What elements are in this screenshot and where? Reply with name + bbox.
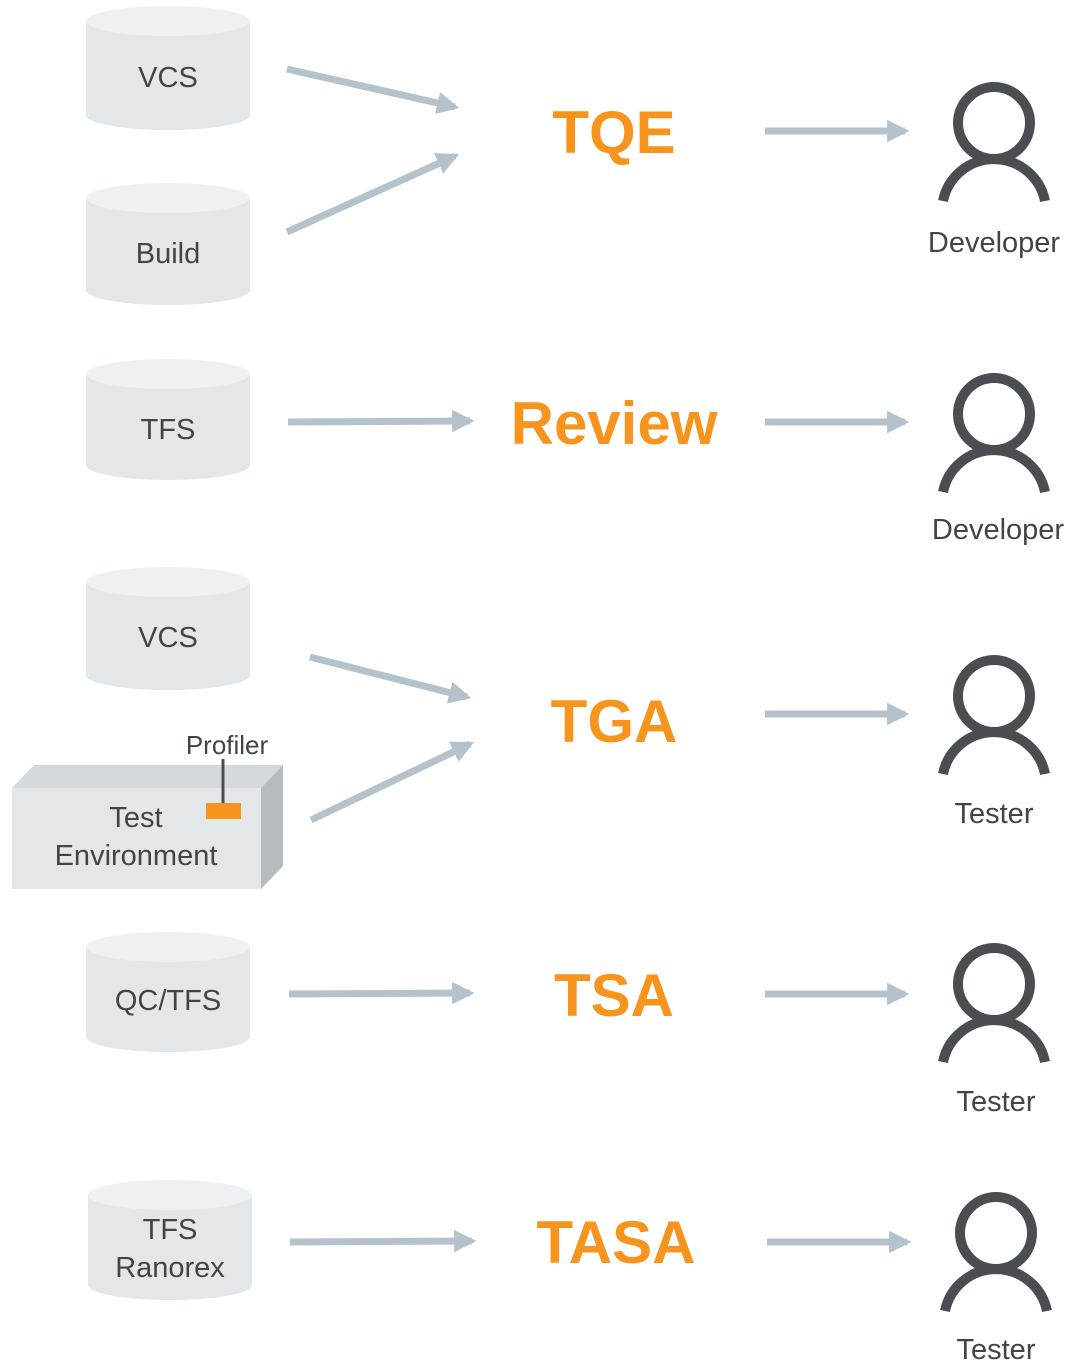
row-tga: VCS Test Environment Profiler TGA Tester <box>12 567 1050 889</box>
tool-name-tsa: TSA <box>554 962 674 1029</box>
tool-name-tqe: TQE <box>552 99 675 166</box>
source-label: Ranorex <box>115 1252 225 1284</box>
source-label: TFS <box>143 1214 198 1246</box>
arrow-qctfs-to-tsa <box>288 981 475 1005</box>
person-icon <box>938 82 1050 203</box>
role-label-developer: Developer <box>932 514 1065 546</box>
person-icon <box>940 1192 1052 1313</box>
source-label: TFS <box>141 414 196 446</box>
tool-name-tasa: TASA <box>537 1209 696 1276</box>
arrow-build-to-tqe <box>285 152 460 236</box>
source-label: VCS <box>138 62 198 94</box>
source-label: QC/TFS <box>115 985 221 1017</box>
role-label-tester: Tester <box>957 1334 1036 1366</box>
arrow-vcs-to-tqe <box>286 65 460 114</box>
row-tsa: QC/TFS TSA Tester <box>86 932 1050 1118</box>
profiler-label: Profiler <box>186 730 269 760</box>
source-cylinder-tfs: TFS <box>86 359 250 480</box>
source-cylinder-qc-tfs: QC/TFS <box>86 932 250 1052</box>
person-icon <box>938 373 1050 494</box>
source-cylinder-vcs: VCS <box>86 6 250 130</box>
tool-name-review: Review <box>511 390 718 457</box>
tool-name-tga: TGA <box>551 688 678 755</box>
row-tasa: TFS Ranorex TASA Tester <box>88 1180 1052 1366</box>
row-review: TFS Review Developer <box>86 359 1064 546</box>
arrow-tfs-ranorex-to-tasa <box>289 1229 477 1253</box>
arrow-tfs-to-review <box>287 409 475 433</box>
role-label-tester: Tester <box>957 1086 1036 1118</box>
test-environment-box: Test Environment <box>12 759 283 889</box>
profiler-chip <box>206 803 241 819</box>
source-cylinder-vcs: VCS <box>86 567 250 690</box>
arrow-environment-to-tga <box>309 740 475 824</box>
person-icon <box>938 655 1050 776</box>
source-cylinder-build: Build <box>86 183 250 305</box>
role-label-tester: Tester <box>955 798 1034 830</box>
person-icon <box>938 943 1050 1064</box>
row-tqe: VCS Build TQE Developer <box>86 6 1060 305</box>
arrow-vcs-to-tga <box>309 653 472 704</box>
environment-label: Test <box>109 802 162 834</box>
source-cylinder-tfs-ranorex: TFS Ranorex <box>88 1180 252 1300</box>
source-label: VCS <box>138 622 198 654</box>
source-label: Build <box>136 238 201 270</box>
role-label-developer: Developer <box>928 227 1061 259</box>
environment-label: Environment <box>55 840 218 872</box>
